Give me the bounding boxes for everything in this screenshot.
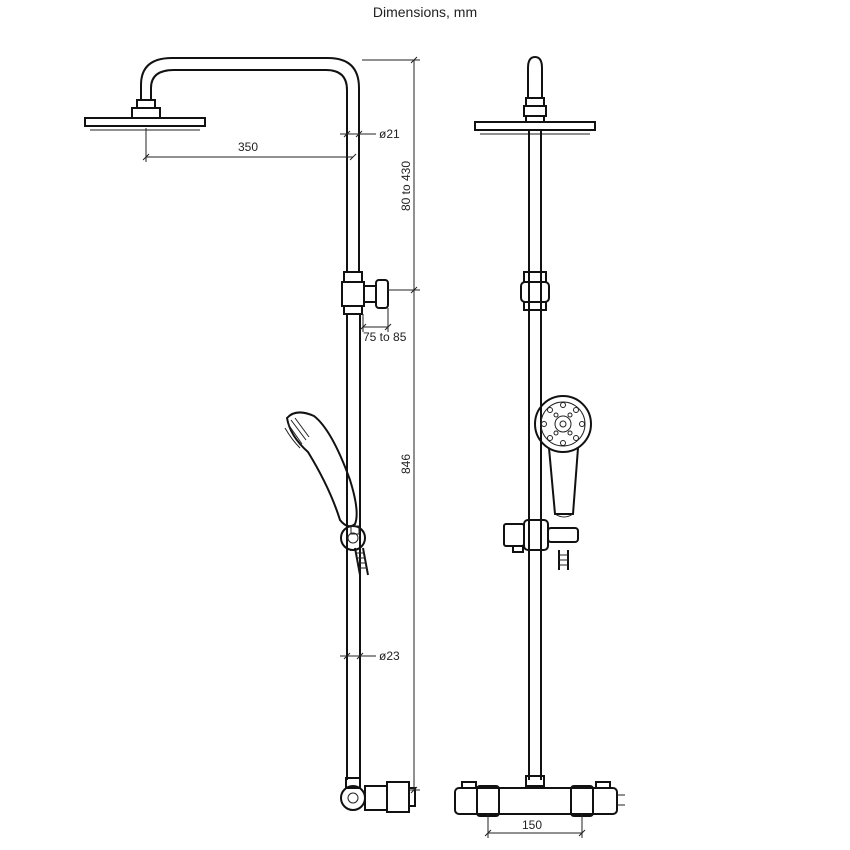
dimension-350: 350 <box>142 128 357 162</box>
lower-riser-pipe <box>346 314 361 780</box>
front-view: 150 <box>454 55 625 838</box>
overhead-shower-head-front <box>474 115 596 135</box>
dimension-80-to-430: 80 to 430 <box>362 56 420 294</box>
dimension-75-to-85: 75 to 85 <box>359 289 420 344</box>
overhead-shower-head-side <box>84 99 206 131</box>
dim-75-85-label: 75 to 85 <box>363 330 407 344</box>
dim-846-label: 846 <box>399 454 413 474</box>
riser-pipe-front <box>528 130 542 780</box>
dimension-d23: ø23 <box>340 649 400 663</box>
dim-d21-label: ø21 <box>379 127 400 141</box>
page-title: Dimensions, mm <box>372 4 478 20</box>
holder-clamp-front <box>503 519 579 570</box>
dimension-150: 150 <box>484 814 586 838</box>
dim-d23-label: ø23 <box>379 649 400 663</box>
upper-clamp-front <box>520 271 550 311</box>
dimension-846: 846 <box>399 290 420 794</box>
dim-150-label: 150 <box>522 818 542 832</box>
holder-and-hose-side <box>340 525 369 576</box>
upper-riser-pipe <box>140 57 360 272</box>
dimension-d21: ø21 <box>340 127 400 141</box>
dim-80-430-label: 80 to 430 <box>399 161 413 211</box>
slider-clamp-side <box>341 271 389 315</box>
side-view: 350 ø21 80 to 430 75 to 85 <box>84 56 420 813</box>
thermostatic-valve-side <box>340 777 416 813</box>
hand-shower-side <box>284 411 358 528</box>
hand-shower-front <box>534 395 592 518</box>
hand-shower-nozzles <box>541 402 585 446</box>
dim-350-label: 350 <box>238 140 258 154</box>
thermostatic-valve-front <box>454 775 625 817</box>
riser-top-cap-front <box>523 55 547 117</box>
